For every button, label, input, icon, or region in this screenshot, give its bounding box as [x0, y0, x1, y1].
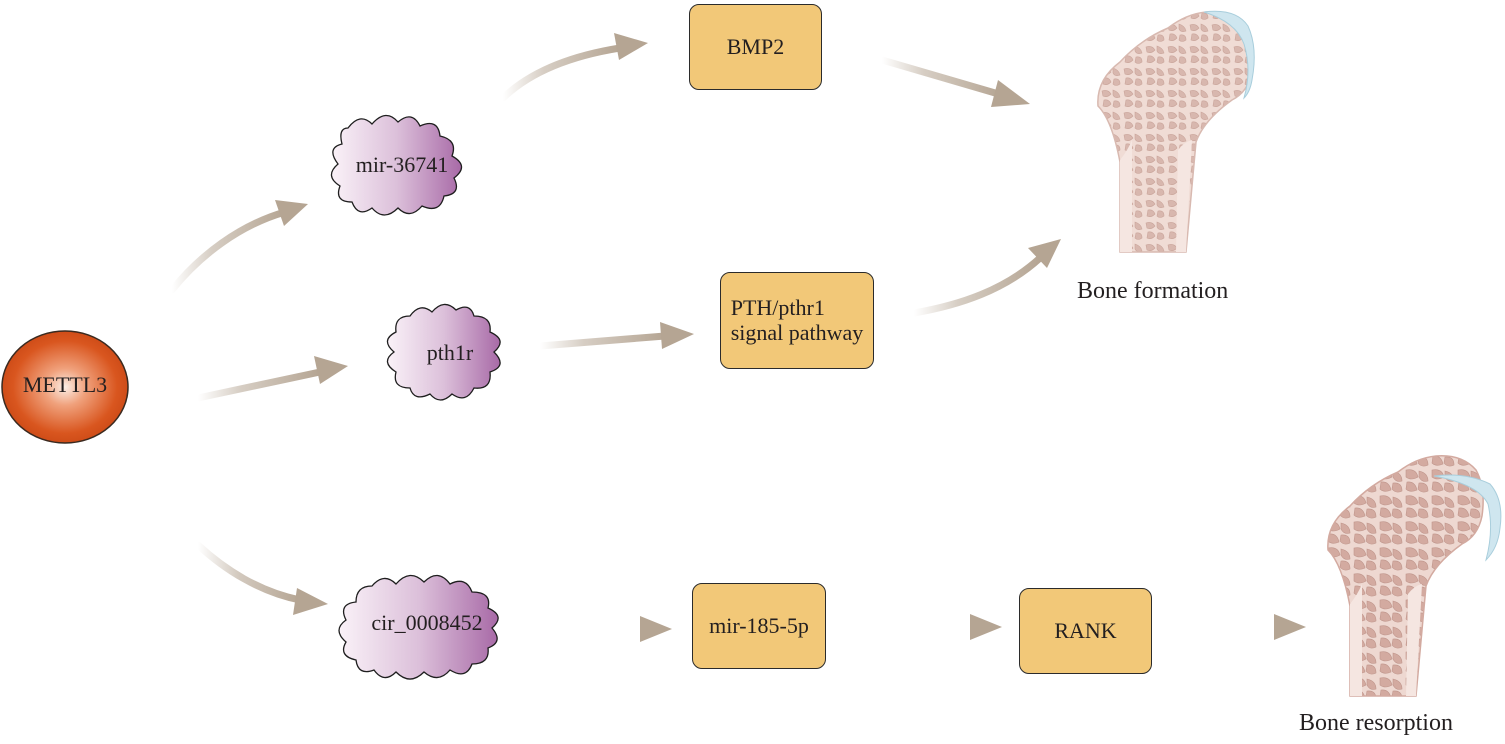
mir36741-label: mir-36741	[355, 152, 449, 177]
arrow-mettl3-to-pth1r	[194, 356, 348, 402]
pth1r-label: pth1r	[426, 340, 474, 365]
arrow-pth1r-to-pth-pathway	[536, 322, 694, 350]
bone-formation-femur	[1097, 10, 1255, 253]
pth1r-node	[386, 303, 501, 401]
mir36741-node	[330, 114, 463, 216]
mir185-label: mir-185-5p	[709, 613, 809, 638]
pth-pathway-label-line2: signal pathway	[730, 319, 864, 345]
bone-resorption-femur	[1327, 455, 1502, 697]
arrow-cir0008452-to-mir185	[516, 616, 672, 642]
arrow-mettl3-to-cir0008452	[194, 541, 328, 615]
mir185-box: mir-185-5p	[692, 583, 826, 669]
pth-pathway-label-line1: PTH/pthr1	[730, 294, 825, 320]
mettl3-label: METTL3	[22, 372, 108, 397]
cir0008452-node	[338, 574, 499, 680]
arrow-mettl3-to-mir36741	[168, 200, 308, 294]
mettl3-node	[1, 330, 129, 444]
bmp2-label: BMP2	[726, 34, 785, 59]
bone-resorption-caption: Bone resorption	[1299, 710, 1453, 736]
arrow-bmp2-to-bone-formation	[878, 56, 1030, 107]
arrow-mir36741-to-bmp2	[499, 33, 648, 102]
rank-box: RANK	[1019, 588, 1152, 674]
arrow-pth-pathway-to-bone-formation	[910, 239, 1061, 317]
bmp2-box: BMP2	[689, 4, 822, 90]
arrow-rank-to-bone-resorption	[1156, 614, 1306, 640]
rank-label: RANK	[1054, 618, 1117, 643]
bone-formation-caption: Bone formation	[1077, 278, 1229, 304]
pth-pathway-box: PTH/pthr1 signal pathway	[720, 272, 874, 369]
arrow-mir185-to-rank	[844, 614, 1002, 640]
cir0008452-label: cir_0008452	[371, 610, 483, 635]
